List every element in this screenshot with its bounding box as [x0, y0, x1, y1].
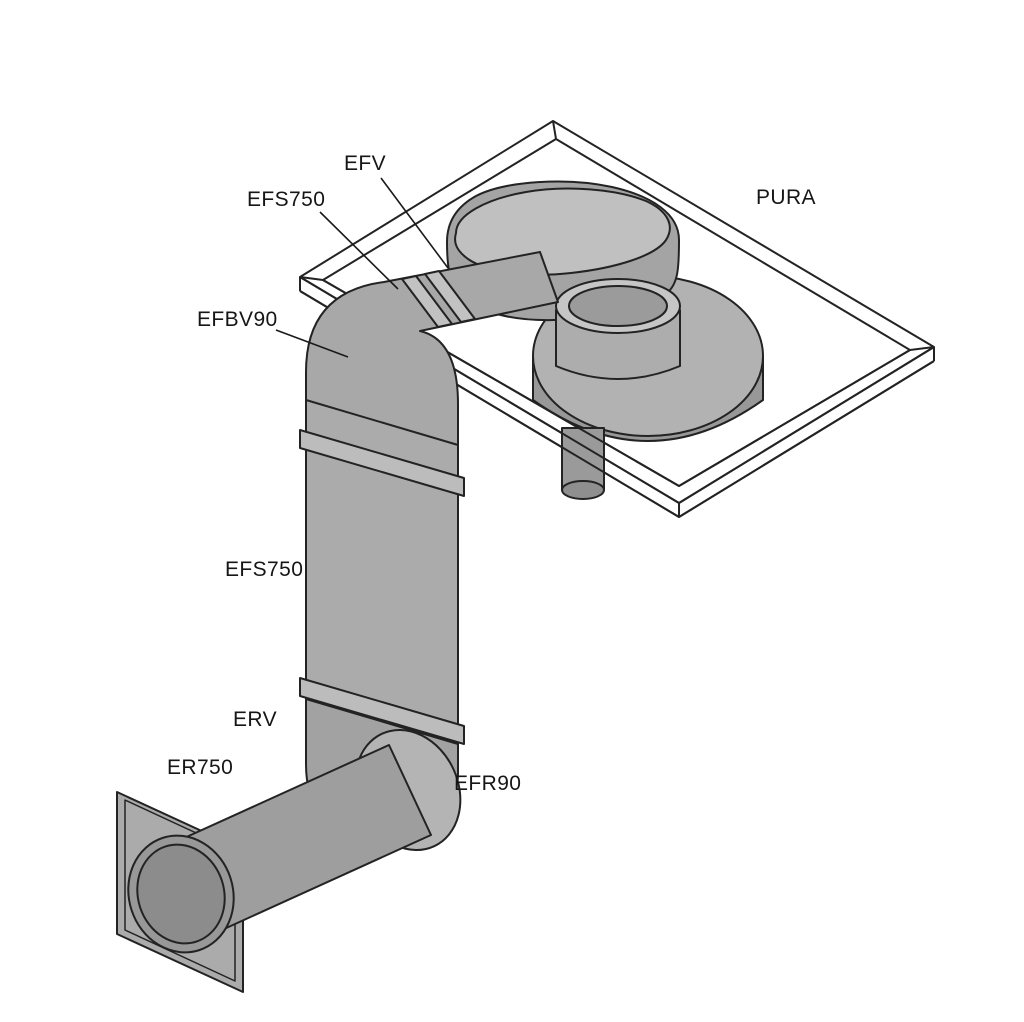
label-efs750-top: EFS750: [247, 188, 326, 211]
rect-duct-run: [299, 251, 559, 827]
wall-opening-inner: [136, 843, 226, 945]
label-pura: PURA: [756, 186, 816, 209]
fan-inlet-opening: [568, 285, 668, 327]
fan-unit: [446, 180, 764, 500]
duct-bend-efbv90: [305, 251, 559, 450]
label-efr90: EFR90: [454, 772, 522, 795]
duct-bottom-flange: [299, 677, 465, 745]
duct-top-flange: [299, 429, 465, 497]
leader-efs750-top: [319, 211, 399, 290]
label-efbv90: EFBV90: [197, 308, 278, 331]
leader-lines: [275, 177, 449, 358]
leader-efv: [380, 177, 449, 269]
round-duct-run: [116, 728, 462, 993]
duct-flange-rib-1: [401, 275, 453, 328]
label-erv: ERV: [233, 708, 277, 731]
label-efs750-mid: EFS750: [225, 558, 304, 581]
leader-efbv90: [275, 329, 349, 358]
label-er750: ER750: [167, 756, 234, 779]
fan-plenum-top: [454, 187, 671, 276]
label-efv: EFV: [344, 152, 387, 175]
duct-flange-rib-2: [424, 270, 476, 323]
fan-discharge-stub-end: [561, 480, 605, 500]
